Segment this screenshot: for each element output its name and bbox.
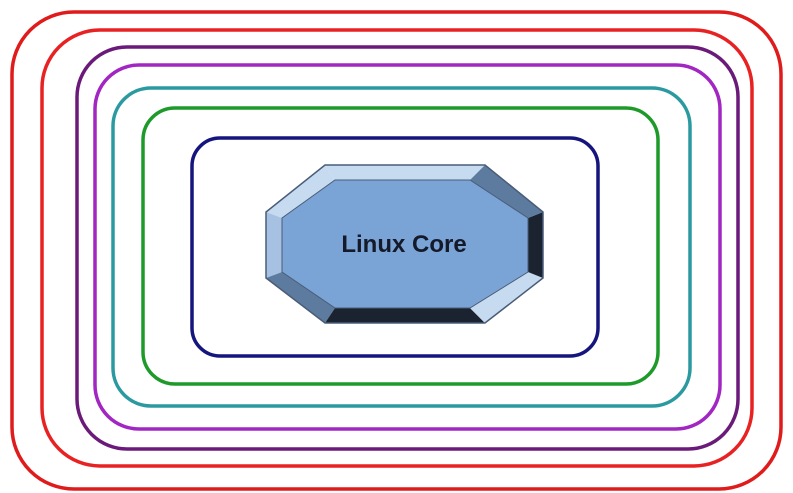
ring-navy — [190, 136, 600, 358]
core-face-outline — [281, 179, 529, 309]
ring-teal — [111, 86, 692, 408]
ring-green — [141, 106, 660, 386]
ring-purple-dark — [75, 45, 740, 451]
core-bevel-top — [325, 165, 485, 180]
core-bevel-bottom-right — [470, 272, 543, 323]
ring-red — [40, 28, 754, 468]
core-bevel-top-right — [470, 165, 543, 218]
core-label: Linux Core — [341, 231, 466, 258]
core-bevel-bottom-left — [266, 272, 335, 323]
core-face — [282, 180, 528, 308]
core-bevel-top-left — [266, 165, 335, 218]
core-outline — [265, 164, 544, 324]
core-bevel-bottom — [325, 308, 485, 323]
ring-purple — [93, 63, 722, 431]
core-bevel-left — [266, 212, 282, 278]
ring-outer-red — [10, 10, 783, 491]
linux-core-octagon: Linux Core — [265, 164, 544, 324]
core-bevel-right — [528, 212, 543, 278]
